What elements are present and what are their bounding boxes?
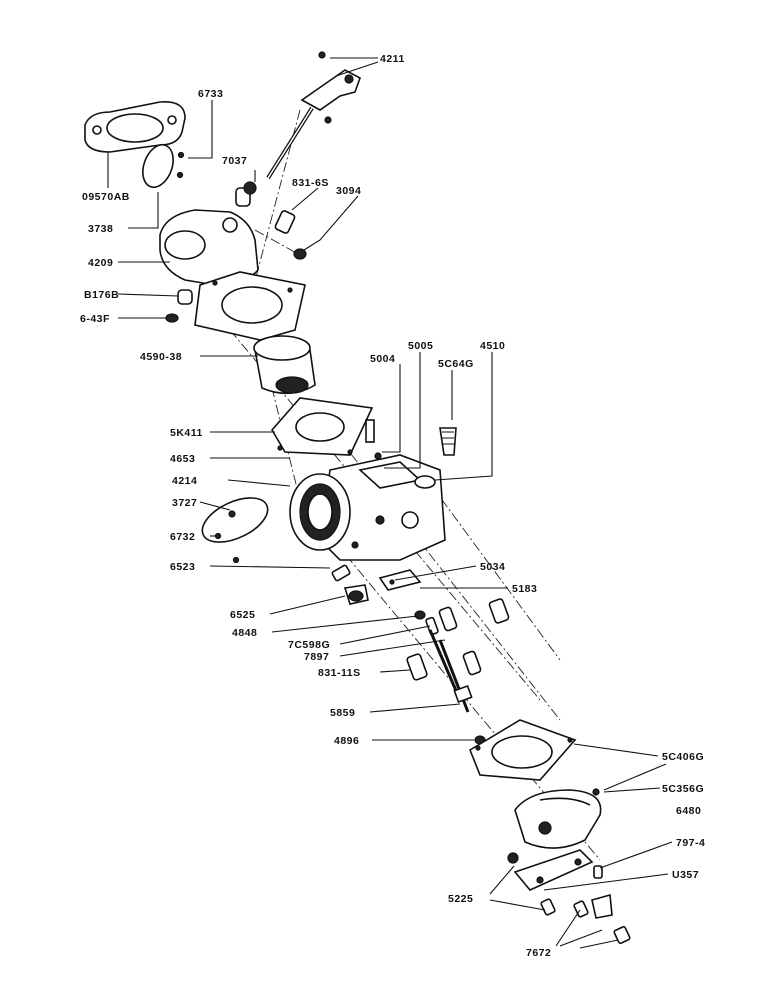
label-4510: 4510 xyxy=(480,340,505,352)
label-831-11s: 831-11S xyxy=(318,667,361,679)
label-797-4: 797-4 xyxy=(676,837,705,849)
label-4848: 4848 xyxy=(232,627,257,639)
throttle-plate xyxy=(142,143,185,189)
label-5004: 5004 xyxy=(370,353,395,365)
label-4211: 4211 xyxy=(380,53,405,65)
label-7672: 7672 xyxy=(526,947,551,959)
float-hinge xyxy=(378,569,510,624)
label-3738: 3738 xyxy=(88,223,113,235)
label-6733: 6733 xyxy=(198,88,223,100)
label-09570ab: 09570AB xyxy=(82,191,130,203)
label-5c406g: 5C406G xyxy=(662,751,704,763)
throttle-body xyxy=(159,181,306,341)
label-4590-38: 4590-38 xyxy=(140,351,182,363)
label-5225: 5225 xyxy=(448,893,473,905)
choke-plate xyxy=(201,497,269,564)
label-4653: 4653 xyxy=(170,453,195,465)
label-5859: 5859 xyxy=(330,707,355,719)
label-6523: 6523 xyxy=(170,561,195,573)
small-screws-upper xyxy=(274,210,307,260)
label-7897: 7897 xyxy=(304,651,329,663)
label-4896: 4896 xyxy=(334,735,359,747)
air-horn-gasket xyxy=(271,397,374,456)
throttle-shaft-lever xyxy=(266,51,361,180)
label-5c356g: 5C356G xyxy=(662,783,704,795)
main-body xyxy=(289,454,446,561)
label-3727: 3727 xyxy=(172,497,197,509)
main-adjusting-needle xyxy=(438,639,486,745)
label-4209: 4209 xyxy=(88,257,113,269)
label-4214: 4214 xyxy=(172,475,197,487)
label-u357: U357 xyxy=(672,869,699,881)
label-5c64g: 5C64G xyxy=(438,358,474,370)
label-7037: 7037 xyxy=(222,155,247,167)
label-6525: 6525 xyxy=(230,609,255,621)
label-3094: 3094 xyxy=(336,185,361,197)
idle-screws xyxy=(331,564,369,605)
bowl-gasket xyxy=(469,719,577,781)
label-5034: 5034 xyxy=(480,561,505,573)
leader-lines xyxy=(107,57,673,949)
label-b176b: B176B xyxy=(84,289,119,301)
part-labels: 4211 6733 09570AB 7037 831-6S 3094 3738 … xyxy=(80,53,705,959)
flange-gasket xyxy=(84,101,186,153)
label-7c598g: 7C598G xyxy=(288,639,330,651)
needle-seat xyxy=(365,419,457,489)
label-5005: 5005 xyxy=(408,340,433,352)
label-831-6s: 831-6S xyxy=(292,177,329,189)
bowl-cover xyxy=(514,788,602,849)
label-5183: 5183 xyxy=(512,583,537,595)
label-6732: 6732 xyxy=(170,531,195,543)
drain-lever-assembly xyxy=(507,849,603,891)
label-6-43f: 6-43F xyxy=(80,313,110,325)
label-5k411: 5K411 xyxy=(170,427,203,439)
label-6480: 6480 xyxy=(676,805,701,817)
venturi xyxy=(253,335,316,395)
